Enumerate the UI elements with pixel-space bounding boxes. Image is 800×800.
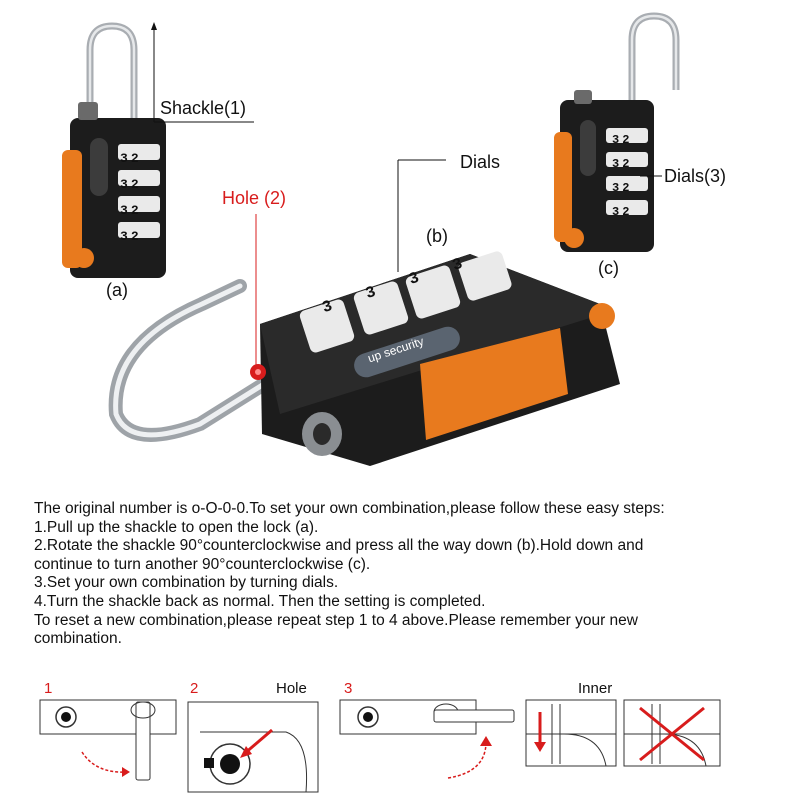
- lock-b-dials: [299, 251, 512, 353]
- step-2-number: 2: [190, 680, 199, 697]
- shackle-label: Shackle(1): [160, 98, 247, 118]
- hole-pointer-line: [255, 214, 257, 366]
- dials-pointer-line: [397, 159, 446, 272]
- step-3-number: 3: [344, 680, 353, 697]
- instruction-line: To reset a new combination,please repeat…: [34, 611, 638, 629]
- lock-c-dial-digits: 32 32 32 32: [612, 133, 633, 219]
- instruction-line: continue to turn another 90°counterclock…: [34, 555, 371, 573]
- dials-label: Dials: [460, 152, 501, 172]
- lock-a-dials: [118, 144, 160, 238]
- step-1-number: 1: [44, 680, 53, 697]
- lock-a-illustration: [62, 22, 166, 278]
- lock-b-illustration: [108, 251, 620, 466]
- instruction-line: 3.Set your own combination by turning di…: [34, 574, 339, 592]
- step-1-diagram: [39, 699, 177, 781]
- shackle-pointer-line: [151, 22, 254, 123]
- step-4-inner-label: Inner: [578, 680, 613, 697]
- figure-c-label: (c): [598, 258, 619, 278]
- step-2-hole-label: Hole: [276, 680, 307, 697]
- instruction-line: 1.Pull up the shackle to open the lock (…: [34, 518, 319, 536]
- dials-c-label: Dials(3): [664, 166, 727, 186]
- figure-a-label: (a): [106, 280, 128, 300]
- figure-b-label: (b): [426, 226, 448, 246]
- lock-a-dial-digits: 32 32 32 32: [120, 151, 142, 244]
- instruction-line: The original number is o-O-0-0.To set yo…: [34, 500, 665, 517]
- lock-c-illustration: [554, 12, 680, 252]
- instruction-line: 4.Turn the shackle back as normal. Then …: [34, 592, 486, 610]
- instruction-line: 2.Rotate the shackle 90°counterclockwise…: [34, 537, 644, 555]
- step-4-diagram: [525, 699, 721, 767]
- instruction-line: combination.: [34, 630, 122, 648]
- lock-c-dials: [606, 128, 648, 215]
- hole-label: Hole (2): [222, 188, 287, 208]
- step-3-diagram: [339, 699, 515, 779]
- instructions-text: The original number is o-O-0-0.To set yo…: [34, 500, 774, 649]
- dials-c-pointer: [640, 175, 662, 177]
- step-2-diagram: [187, 701, 319, 793]
